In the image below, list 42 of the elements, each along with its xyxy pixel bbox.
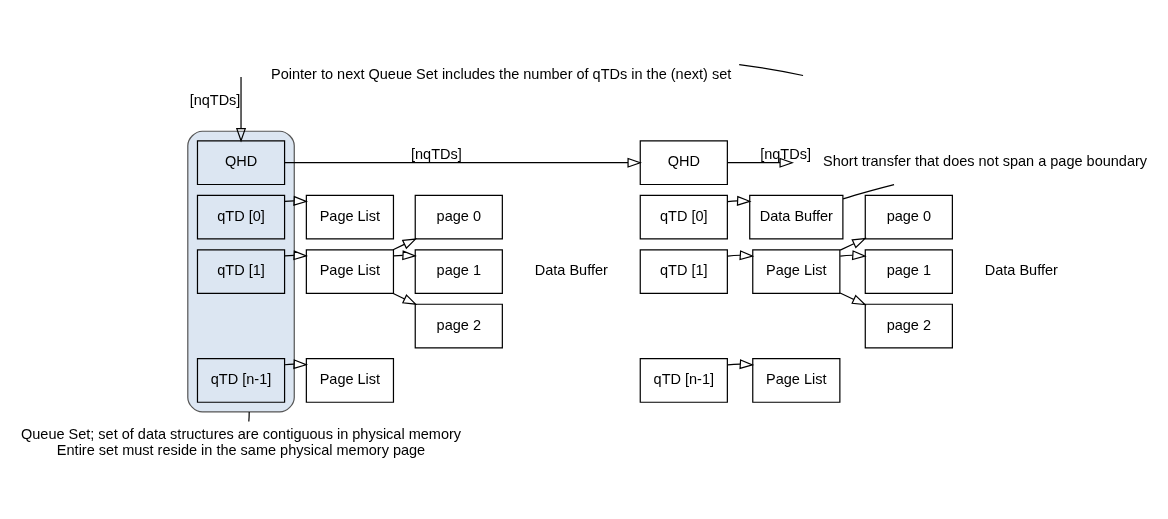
- node-label: Data Buffer: [984, 262, 1058, 279]
- node-box: page 0: [414, 194, 503, 240]
- node-label: Data Buffer: [534, 262, 608, 279]
- node-box: qTD [0]: [196, 194, 286, 240]
- node-box: qTD [n-1]: [639, 358, 728, 403]
- edge-label: [nqTDs]: [411, 145, 462, 162]
- connector: [842, 183, 895, 200]
- node-box: qTD [n-1]: [196, 358, 286, 403]
- node-box: qTD [0]: [639, 194, 728, 240]
- arrow: [839, 292, 867, 306]
- node-box: qTD [1]: [196, 249, 286, 294]
- arrow: [284, 195, 309, 206]
- arrow: [284, 157, 642, 168]
- arrow: [839, 237, 867, 251]
- node-box: Page List: [305, 249, 395, 294]
- connector: [248, 411, 250, 423]
- arrow: [235, 76, 247, 143]
- node-box: Data Buffer: [749, 194, 844, 240]
- node-box: Page List: [752, 358, 841, 403]
- node-box: Page List: [305, 194, 395, 240]
- node-box: QHD: [196, 140, 286, 186]
- node-box: Page List: [305, 358, 395, 403]
- edge-label: [nqTDs]: [760, 145, 811, 162]
- node-box: qTD [1]: [639, 249, 728, 294]
- arrow: [839, 250, 867, 261]
- node-box: page 0: [864, 194, 953, 240]
- arrow: [727, 250, 755, 261]
- node-box: QHD: [639, 140, 728, 186]
- edge-label: [nqTDs]: [189, 91, 241, 108]
- node-text: Short transfer that does not span a page boundary: [823, 153, 1148, 170]
- node-box: page 2: [864, 303, 953, 349]
- arrow: [727, 157, 794, 168]
- arrow: [392, 292, 418, 305]
- node-text: Queue Set; set of data structures are contiguous in physical memory Entire set must reside in the same physical memory page: [21, 426, 462, 458]
- arrow: [727, 195, 752, 206]
- node-box: page 1: [414, 249, 503, 294]
- node-box: page 2: [414, 303, 503, 349]
- arrow: [392, 238, 418, 251]
- node-box: Page List: [752, 249, 841, 294]
- node-box: page 1: [864, 249, 953, 294]
- connector: [738, 64, 804, 77]
- node-text: Pointer to next Queue Set includes the number of qTDs in the (next) set: [271, 66, 732, 83]
